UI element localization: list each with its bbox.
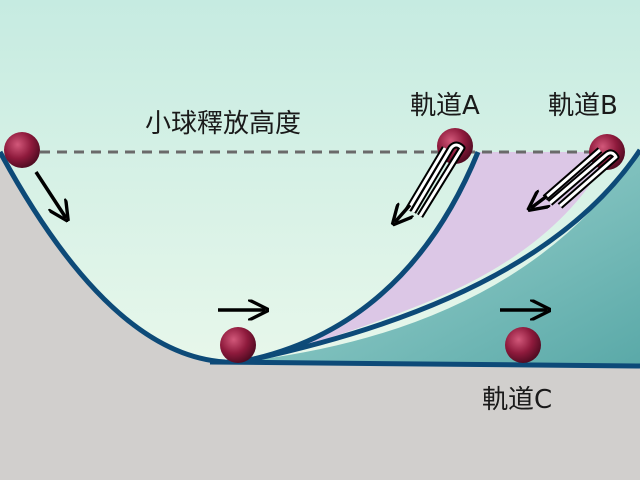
- left-slope-track: [0, 150, 226, 365]
- release-height-label: 小球釋放高度: [145, 109, 301, 139]
- track-c: [209, 359, 640, 369]
- return-arrow-icon-inner: [544, 148, 618, 208]
- ball-red-icon: [505, 327, 541, 363]
- track-b: [239, 148, 640, 365]
- arrow-icon: [34, 171, 66, 218]
- ball-red-icon: [220, 327, 256, 363]
- arrow-icon: [395, 205, 410, 222]
- return-arrow-icon-inner: [406, 143, 464, 217]
- track-a-label: 軌道A: [410, 91, 480, 121]
- region-between-tracks: [240, 152, 610, 362]
- arrow-icon: [531, 196, 547, 208]
- track-b-label: 軌道B: [548, 91, 618, 121]
- ground-region: [0, 152, 640, 480]
- track-c-label: 軌道C: [482, 385, 552, 415]
- ball-red-icon: [4, 132, 40, 168]
